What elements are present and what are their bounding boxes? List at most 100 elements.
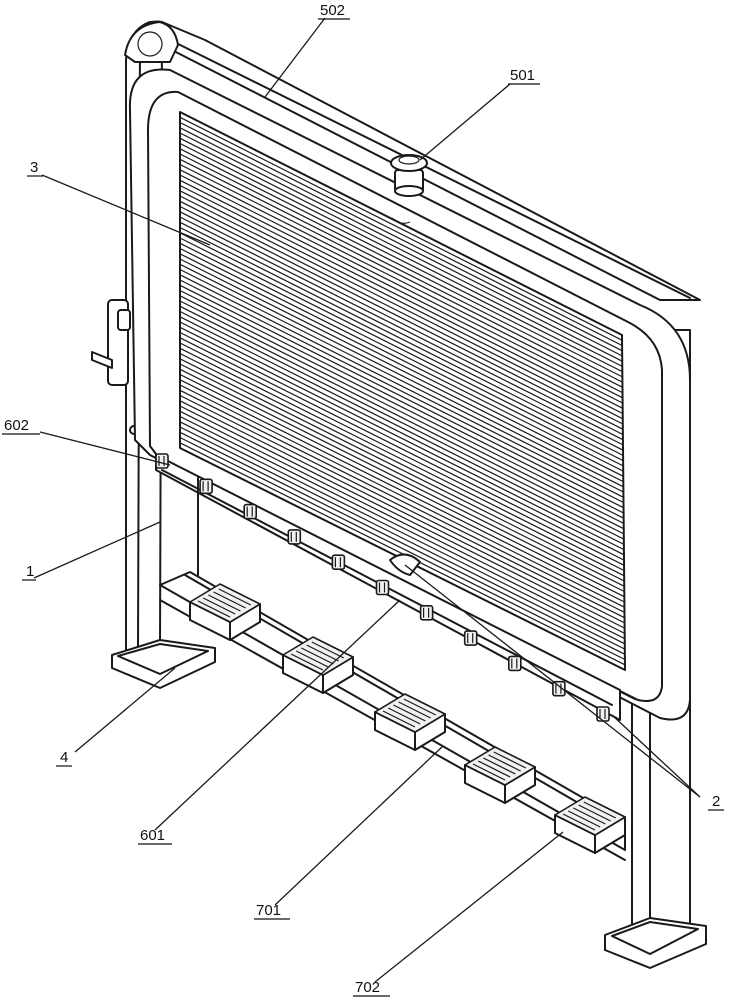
- filter-slat: [179, 169, 623, 394]
- label-501: 501: [510, 67, 535, 84]
- filter-slat: [179, 284, 624, 509]
- filter-slat: [179, 226, 624, 451]
- block-bristle: [567, 810, 601, 828]
- filter-slat: [179, 211, 624, 436]
- nozzle: [463, 630, 478, 646]
- label-702: 702: [355, 979, 380, 996]
- filter-slat: [179, 342, 625, 566]
- labels: 502 501 3 602 1 4 601 2 701 702: [2, 2, 724, 997]
- block-bristle: [588, 798, 622, 816]
- filter-slat: [179, 431, 626, 655]
- top-knob: [390, 154, 428, 224]
- nozzle-body: [155, 453, 169, 469]
- block-bristle: [387, 707, 421, 725]
- filter-slat: [179, 279, 624, 504]
- block-bristle: [578, 804, 611, 822]
- filter-slat: [179, 310, 625, 535]
- label-602: 602: [4, 417, 29, 434]
- filter-slat: [179, 295, 624, 519]
- block-bristle: [477, 760, 511, 778]
- filter-slat: [179, 263, 624, 488]
- nozzle-body: [463, 630, 478, 646]
- leader-lines: [33, 17, 701, 983]
- filter-slat: [179, 258, 624, 483]
- block-bristle: [393, 704, 426, 722]
- filter-slat: [179, 205, 624, 430]
- block-bristle: [398, 701, 431, 719]
- nozzle-body: [507, 655, 522, 672]
- filter-slat: [179, 326, 625, 551]
- filter-slat: [179, 142, 623, 367]
- cleaning-block: [464, 746, 536, 804]
- filter-slat: [179, 305, 624, 530]
- nozzle-body: [375, 579, 390, 596]
- filter-slat: [179, 184, 623, 409]
- filter-slat: [179, 163, 623, 388]
- label-2: 2: [712, 793, 720, 810]
- nozzles: [155, 453, 610, 722]
- filter-slats: [179, 111, 626, 671]
- block-bristle: [382, 710, 416, 728]
- block-bristle: [208, 594, 241, 612]
- nozzle: [375, 579, 390, 596]
- block-bristle: [483, 757, 516, 775]
- block-bristle: [202, 597, 236, 615]
- filter-slat: [179, 237, 624, 462]
- block-bristle: [583, 801, 617, 819]
- nozzle: [287, 529, 302, 545]
- cleaning-block: [374, 693, 446, 751]
- cleaning-block: [189, 583, 261, 641]
- filter-slat: [179, 379, 625, 603]
- filter-slat: [179, 221, 624, 446]
- nozzle-body: [331, 554, 346, 571]
- filter-slat: [179, 174, 623, 399]
- block-bristle: [218, 588, 252, 606]
- nozzle-body: [199, 478, 213, 495]
- nozzle: [155, 453, 169, 469]
- filter-slat: [179, 337, 625, 561]
- filter-slat: [179, 415, 625, 640]
- filter-slat: [179, 300, 624, 524]
- filter-slat: [179, 358, 625, 582]
- block-bristle: [403, 698, 437, 716]
- nozzle-bar: [155, 453, 621, 722]
- filter-slat: [179, 158, 623, 383]
- filter-slat: [179, 316, 625, 540]
- nozzle-body: [243, 503, 257, 520]
- label-4: 4: [60, 749, 68, 766]
- block-bristle: [472, 763, 506, 781]
- filter-slat: [179, 363, 625, 587]
- filter-slat: [179, 274, 624, 498]
- filter-slat: [179, 127, 623, 352]
- block-bristle: [311, 641, 345, 659]
- block-bristle: [306, 644, 339, 662]
- filter-slat: [179, 347, 625, 572]
- filter-slat: [179, 232, 624, 456]
- filter-slat: [179, 137, 623, 362]
- block-bristle: [301, 647, 334, 665]
- nozzle-body: [287, 529, 302, 545]
- filter-slat: [179, 331, 625, 556]
- filter-slat: [179, 116, 623, 341]
- label-1: 1: [26, 563, 34, 580]
- filter-slat: [179, 195, 624, 420]
- filter-slat: [179, 436, 626, 661]
- nozzle: [419, 604, 434, 621]
- filter-slat: [179, 200, 624, 425]
- block-bristle: [197, 600, 231, 618]
- label-3: 3: [30, 159, 38, 176]
- filter-slat: [179, 253, 624, 477]
- filter-slat: [179, 389, 625, 613]
- block-bristle: [290, 653, 324, 671]
- cleaning-block: [554, 796, 626, 854]
- filter-slat: [179, 394, 625, 619]
- filter-slat: [179, 384, 625, 608]
- filter-slat: [179, 368, 625, 593]
- filter-slat: [179, 405, 625, 629]
- filter-slat: [179, 289, 624, 514]
- nozzle: [243, 503, 257, 520]
- filter-slat: [179, 321, 625, 545]
- filter-panel: [179, 111, 626, 671]
- block-bristle: [408, 695, 442, 713]
